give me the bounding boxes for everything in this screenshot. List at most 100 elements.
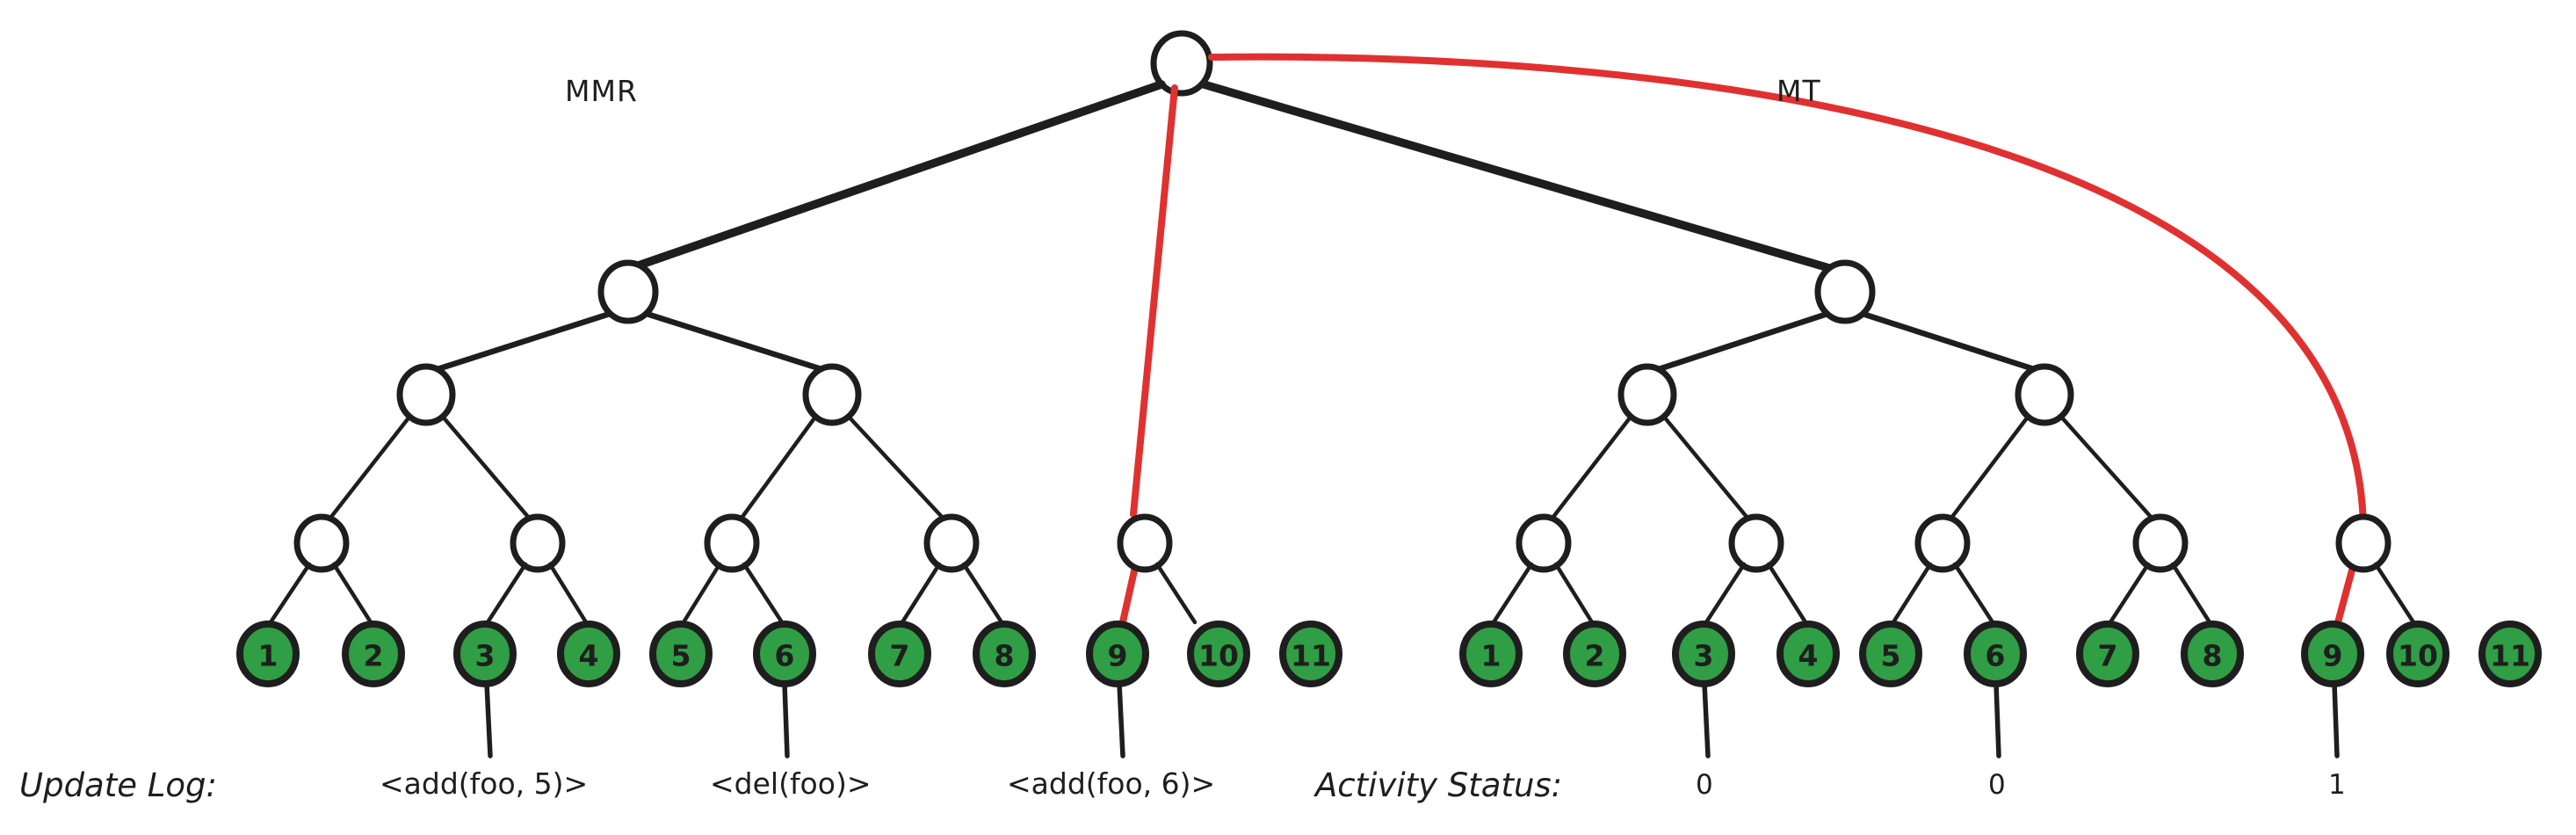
red-path-mmr-leaf (1118, 563, 1139, 629)
mmr-leaf-label-2: 2 (364, 639, 384, 673)
activity-status-value-2: 0 (1988, 769, 2006, 801)
mmr-leaf-label-4: 4 (579, 639, 599, 673)
mmr-node-l1[interactable] (597, 259, 659, 324)
edge-mt-l3e-leaf10 (2373, 562, 2416, 625)
edge-mt-l3d-leaf7 (2108, 562, 2151, 625)
mt-leaf-label-11: 11 (2490, 639, 2530, 673)
mt-leaf-label-6: 6 (1986, 639, 2006, 673)
mt-node-l3d[interactable] (2132, 513, 2189, 573)
stem-log-3 (1117, 681, 1125, 759)
edge-root-to-mmr (626, 80, 1166, 272)
activity-status-caption: Activity Status: (1313, 766, 1562, 804)
edge-mmr-l2a-l3a (329, 413, 413, 519)
edge-mmr-l3c-leaf5 (681, 562, 722, 625)
stem-log-2 (782, 681, 790, 759)
mmr-leaf-label-8: 8 (995, 639, 1015, 673)
mt-node-l2b[interactable] (2015, 363, 2074, 426)
stem-status-1 (1702, 681, 1711, 759)
update-log-entry-3: <add(foo, 6)> (1007, 766, 1215, 801)
mmr-node-l2b[interactable] (802, 363, 862, 426)
edge-mt-l3b-leaf4 (1766, 562, 1808, 625)
edge-mmr-l3d-leaf8 (961, 562, 1004, 625)
update-log-entry-1: <add(foo, 5)> (380, 766, 588, 801)
stem-status-2 (1994, 681, 2001, 759)
mmr-leaf-label-9: 9 (1108, 639, 1128, 673)
activity-status-value-3: 1 (2328, 769, 2346, 801)
mmr-leaf-8[interactable] (973, 621, 1036, 687)
red-path-mt (1208, 53, 2367, 531)
mmr-leaf-label-3: 3 (475, 639, 496, 673)
mmr-node-l3e[interactable] (1117, 513, 1173, 573)
mmr-leaf-7[interactable] (868, 621, 931, 687)
mmr-node-l3b[interactable] (510, 513, 566, 573)
mmr-leaf-4[interactable] (557, 621, 620, 687)
mmr-leaf-5[interactable] (649, 621, 713, 687)
mmr-leaves: 1 2 3 4 5 6 7 8 9 10 11 (236, 621, 1342, 687)
mt-node-l1[interactable] (1814, 259, 1876, 324)
edge-mt-l3c-leaf5 (1891, 562, 1933, 625)
mmr-leaf-11[interactable] (1279, 621, 1342, 687)
mmr-leaf-label-11: 11 (1291, 639, 1331, 673)
mt-leaf-label-9: 9 (2323, 639, 2343, 673)
edge-mmr-l3a-leaf1 (268, 562, 312, 625)
mt-leaf-11[interactable] (2478, 621, 2542, 687)
edge-mmr-l3d-leaf7 (900, 562, 942, 625)
mmr-node-l3d[interactable] (923, 513, 980, 573)
edge-mmr-l2b-l3d (845, 413, 944, 519)
update-log-caption: Update Log: (19, 766, 217, 804)
mmr-node-l2a[interactable] (396, 363, 456, 426)
edge-mt-l3d-leaf8 (2170, 562, 2212, 625)
mmr-node-l3c[interactable] (704, 513, 760, 573)
edge-mt-l2a-l3a (1551, 413, 1634, 519)
mmr-tree: 1 2 3 4 5 6 7 8 9 10 11 (236, 259, 1342, 759)
mmr-leaf-10[interactable] (1187, 621, 1250, 687)
mt-tree: 1 2 3 4 5 6 7 8 9 10 11 (1459, 259, 2542, 759)
root-node[interactable] (1150, 30, 1213, 97)
mt-leaf-7[interactable] (2076, 621, 2139, 687)
mt-leaf-label-7: 7 (2098, 639, 2118, 673)
mmr-leaf-2[interactable] (342, 621, 405, 687)
mt-leaf-1[interactable] (1459, 621, 1523, 687)
mmr-title: MMR (565, 74, 638, 108)
edge-mt-l2b-l3c (1950, 413, 2031, 519)
mt-leaf-5[interactable] (1859, 621, 1922, 687)
edge-mt-l2b-l3d (2058, 413, 2153, 519)
edge-mmr-l3b-leaf3 (485, 562, 528, 625)
mt-leaf-label-4: 4 (1798, 639, 1819, 673)
mmr-leaf-1[interactable] (236, 621, 300, 687)
mt-title: MT (1776, 74, 1821, 108)
mt-leaf-label-3: 3 (1694, 639, 1714, 673)
edge-mmr-l3b-leaf4 (547, 562, 589, 625)
mt-leaf-label-2: 2 (1585, 639, 1605, 673)
mt-node-l3e[interactable] (2335, 513, 2391, 573)
edge-mmr-l1-l2b (643, 310, 825, 373)
mt-leaf-label-1: 1 (1481, 639, 1501, 673)
edge-mt-l2a-l3b (1661, 413, 1749, 519)
edge-mmr-l2b-l3c (740, 413, 819, 519)
edge-mt-l3b-leaf3 (1704, 562, 1747, 625)
update-log-entry-2: <del(foo)> (710, 766, 871, 801)
edge-mt-l3a-leaf1 (1491, 562, 1534, 625)
mt-leaf-4[interactable] (1776, 621, 1840, 687)
mt-leaves: 1 2 3 4 5 6 7 8 9 10 11 (1459, 621, 2542, 687)
red-path-mt-leaf (2334, 563, 2356, 629)
stem-status-3 (2332, 681, 2340, 759)
mt-node-l3b[interactable] (1728, 513, 1784, 573)
mt-leaf-label-5: 5 (1881, 639, 1901, 673)
red-path-mmr (1130, 84, 1178, 518)
mt-leaf-10[interactable] (2386, 621, 2449, 687)
activity-status-value-1: 0 (1696, 769, 1713, 801)
mmr-node-l3a[interactable] (293, 513, 350, 573)
edge-mmr-l3e-leaf10 (1154, 562, 1198, 625)
mt-leaf-label-10: 10 (2398, 639, 2438, 673)
mt-node-l2a[interactable] (1617, 363, 1677, 426)
mt-node-l3c[interactable] (1914, 513, 1971, 573)
edge-mt-l1-l2a (1655, 310, 1831, 373)
mt-leaf-8[interactable] (2181, 621, 2244, 687)
mt-leaf-2[interactable] (1563, 621, 1626, 687)
mt-leaf-label-8: 8 (2203, 639, 2223, 673)
mt-node-l3a[interactable] (1516, 513, 1572, 573)
edge-mmr-l1-l2a (434, 310, 613, 373)
